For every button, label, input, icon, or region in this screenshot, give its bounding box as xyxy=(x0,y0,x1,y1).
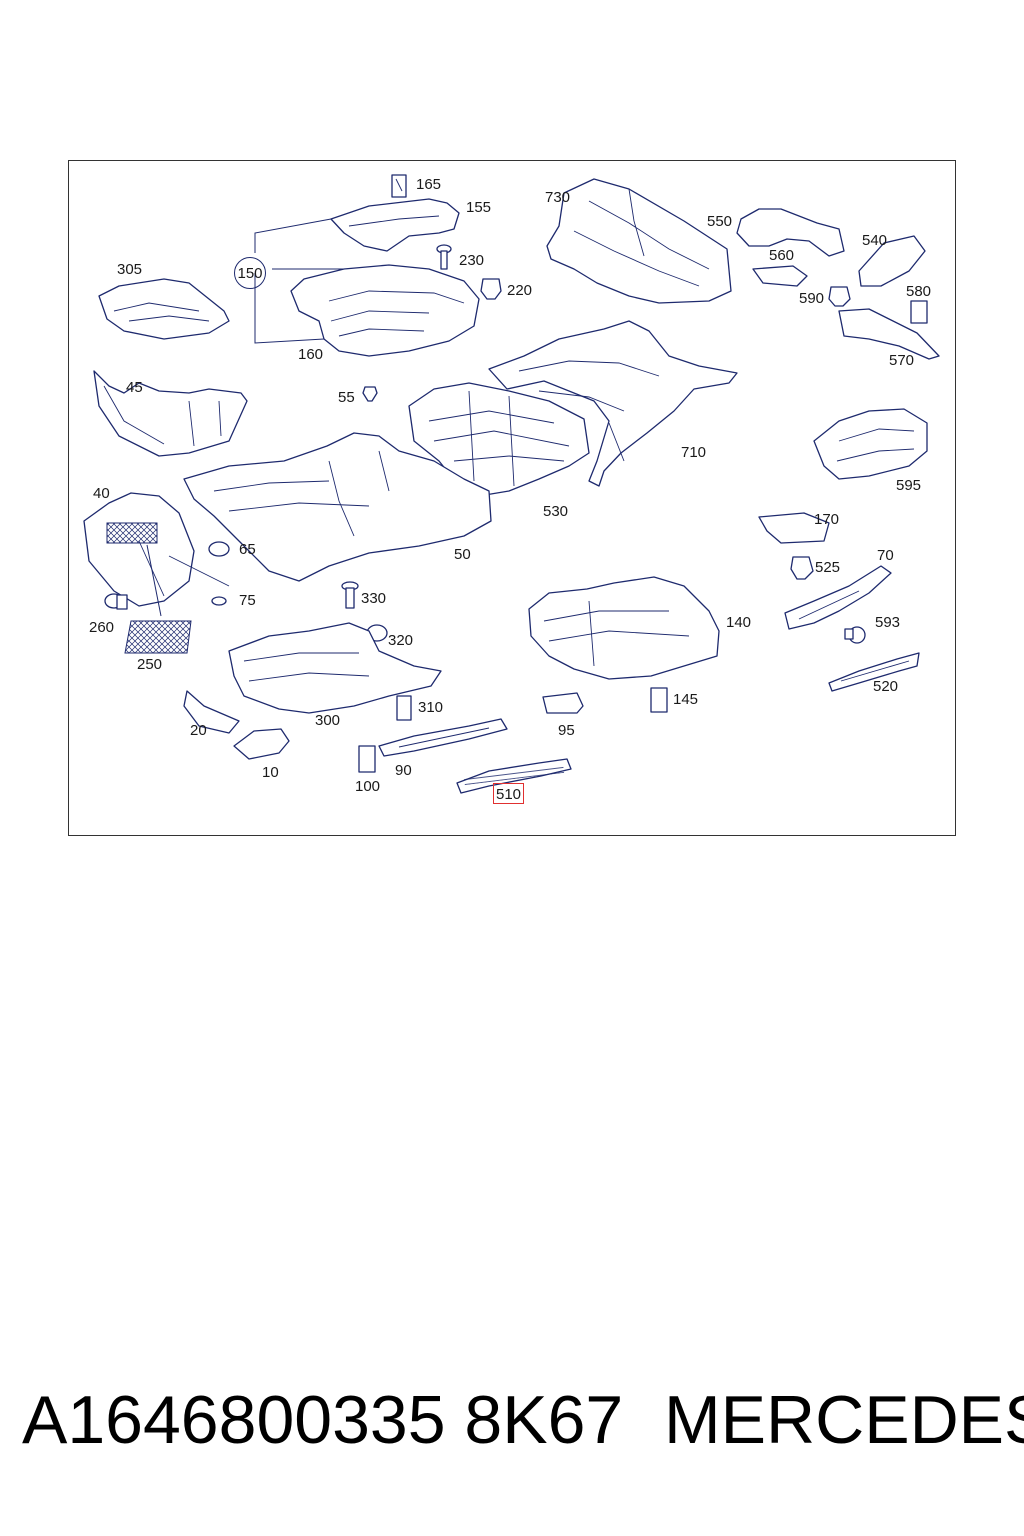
part-70-strip xyxy=(784,565,892,630)
part-590-nut xyxy=(828,286,851,307)
part-95-clip xyxy=(542,692,584,714)
part-155-panel xyxy=(330,198,460,252)
callout-250: 250 xyxy=(137,656,163,673)
callout-165: 165 xyxy=(416,176,442,193)
part-525-clip xyxy=(790,556,814,580)
callout-260: 260 xyxy=(89,619,115,636)
callout-100: 100 xyxy=(355,778,381,795)
part-75-plug xyxy=(211,596,227,606)
part-310-clip xyxy=(396,695,412,721)
callout-540: 540 xyxy=(862,232,888,249)
part-730-tunnel xyxy=(546,178,732,304)
part-260-fastener xyxy=(104,593,128,610)
callout-593: 593 xyxy=(875,614,901,631)
callout-520: 520 xyxy=(873,678,899,695)
callout-570: 570 xyxy=(889,352,915,369)
callout-145: 145 xyxy=(673,691,699,708)
callout-65: 65 xyxy=(239,541,256,558)
part-550-duct xyxy=(736,208,845,257)
parts-diagram-frame: 165 155 150 230 220 160 305 45 55 730 55… xyxy=(68,160,956,836)
callout-150: 150 xyxy=(234,257,266,289)
brand-name: MERCEDES xyxy=(664,1382,1024,1458)
part-593-screw xyxy=(844,626,866,644)
callout-140: 140 xyxy=(726,614,752,631)
parts-diagram-drawing xyxy=(83,174,940,794)
part-530-panel xyxy=(408,382,590,497)
callout-710: 710 xyxy=(681,444,707,461)
part-305-cover xyxy=(98,278,230,340)
part-40-side-panel xyxy=(83,492,230,607)
callout-230: 230 xyxy=(459,252,485,269)
callout-580: 580 xyxy=(906,283,932,300)
part-170-pad xyxy=(758,512,830,544)
part-165-clip xyxy=(391,174,407,198)
part-580-clip xyxy=(910,300,928,324)
callout-320: 320 xyxy=(388,632,414,649)
callout-510-highlighted[interactable]: 510 xyxy=(493,783,525,804)
callout-155: 155 xyxy=(466,199,492,216)
part-595-shield xyxy=(813,408,928,480)
part-520-sill xyxy=(828,652,920,692)
callout-70: 70 xyxy=(877,547,894,564)
callout-300: 300 xyxy=(315,712,341,729)
part-140-floor xyxy=(528,576,720,680)
callout-20: 20 xyxy=(190,722,207,739)
part-560-pad xyxy=(752,265,808,287)
callout-55: 55 xyxy=(338,389,355,406)
callout-95: 95 xyxy=(558,722,575,739)
callout-90: 90 xyxy=(395,762,412,779)
callout-305: 305 xyxy=(117,261,143,278)
callout-220: 220 xyxy=(507,282,533,299)
part-65-plug xyxy=(208,541,230,557)
callout-560: 560 xyxy=(769,247,795,264)
part-710-floor xyxy=(488,320,738,487)
part-330-bolt xyxy=(341,581,359,609)
part-300-panel xyxy=(228,622,442,714)
part-250-net xyxy=(124,544,192,654)
callout-595: 595 xyxy=(896,477,922,494)
callout-50: 50 xyxy=(454,546,471,563)
part-20-trim xyxy=(183,690,240,734)
part-100-clip xyxy=(358,745,376,773)
part-570-bracket xyxy=(838,308,940,360)
part-510-sill xyxy=(456,758,572,794)
callout-590: 590 xyxy=(799,290,825,307)
part-10-trim xyxy=(233,728,290,760)
part-90-sill xyxy=(378,718,508,757)
callout-75: 75 xyxy=(239,592,256,609)
part-45-liner xyxy=(93,370,248,457)
part-220-nut xyxy=(480,278,502,300)
part-160-box xyxy=(290,264,480,357)
callout-170: 170 xyxy=(814,511,840,528)
callout-550: 550 xyxy=(707,213,733,230)
callout-310: 310 xyxy=(418,699,444,716)
part-number: A1646800335 8K67 xyxy=(22,1382,624,1458)
callout-330: 330 xyxy=(361,590,387,607)
callout-10: 10 xyxy=(262,764,279,781)
part-55-clip xyxy=(362,386,378,402)
callout-730: 730 xyxy=(545,189,571,206)
callout-530: 530 xyxy=(543,503,569,520)
callout-40: 40 xyxy=(93,485,110,502)
part-145-clip xyxy=(650,687,668,713)
callout-525: 525 xyxy=(815,559,841,576)
part-540-block xyxy=(858,235,926,287)
callout-45: 45 xyxy=(126,379,143,396)
part-50-floor xyxy=(183,432,492,582)
callout-160: 160 xyxy=(298,346,324,363)
part-230-bolt xyxy=(436,244,452,270)
